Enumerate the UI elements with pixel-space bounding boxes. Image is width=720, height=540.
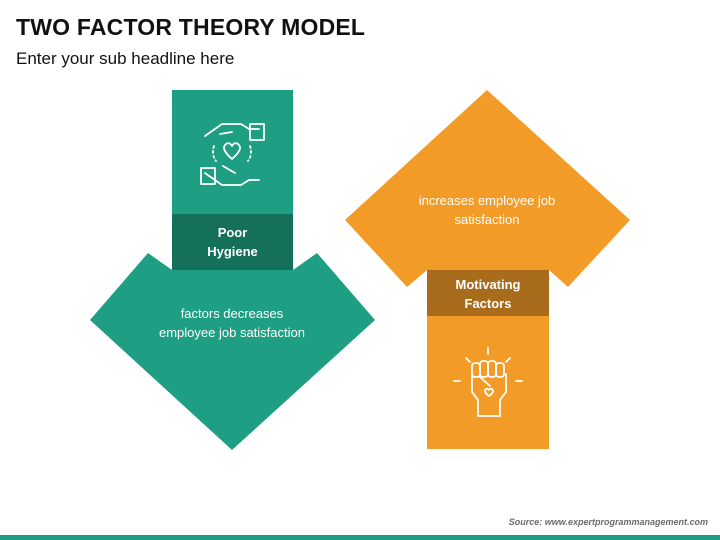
motivator-icon-box	[427, 316, 549, 449]
motivator-description-line1: increases employee job	[418, 193, 556, 208]
hygiene-description-line2: employee job satisfaction	[159, 325, 305, 340]
page-title: TWO FACTOR THEORY MODEL	[16, 14, 366, 40]
hygiene-description-line1: factors decreases	[180, 306, 284, 321]
hygiene-label-line1: Poor	[217, 225, 248, 240]
footer-bar	[0, 535, 720, 540]
raised-fist-icon	[453, 347, 523, 417]
motivator-description: increases employee job satisfaction	[367, 191, 607, 229]
motivator-label-line2: Factors	[464, 296, 512, 311]
hygiene-label-box	[172, 214, 293, 270]
hygiene-label: Poor Hygiene	[172, 223, 293, 261]
motivator-label: Motivating Factors	[427, 275, 549, 313]
motivator-arrow-head	[345, 90, 630, 316]
hygiene-arrow-head	[90, 214, 375, 450]
hygiene-label-line2: Hygiene	[207, 244, 258, 259]
hygiene-description: factors decreases employee job satisfact…	[112, 304, 352, 342]
hygiene-icon-box	[172, 90, 293, 214]
motivator-label-box	[427, 270, 549, 316]
source-credit: Source: www.expertprogrammanagement.com	[508, 517, 708, 527]
motivator-description-line2: satisfaction	[454, 212, 520, 227]
motivator-label-line1: Motivating	[455, 277, 521, 292]
hands-heart-icon	[200, 123, 265, 186]
page-subtitle: Enter your sub headline here	[16, 49, 235, 68]
